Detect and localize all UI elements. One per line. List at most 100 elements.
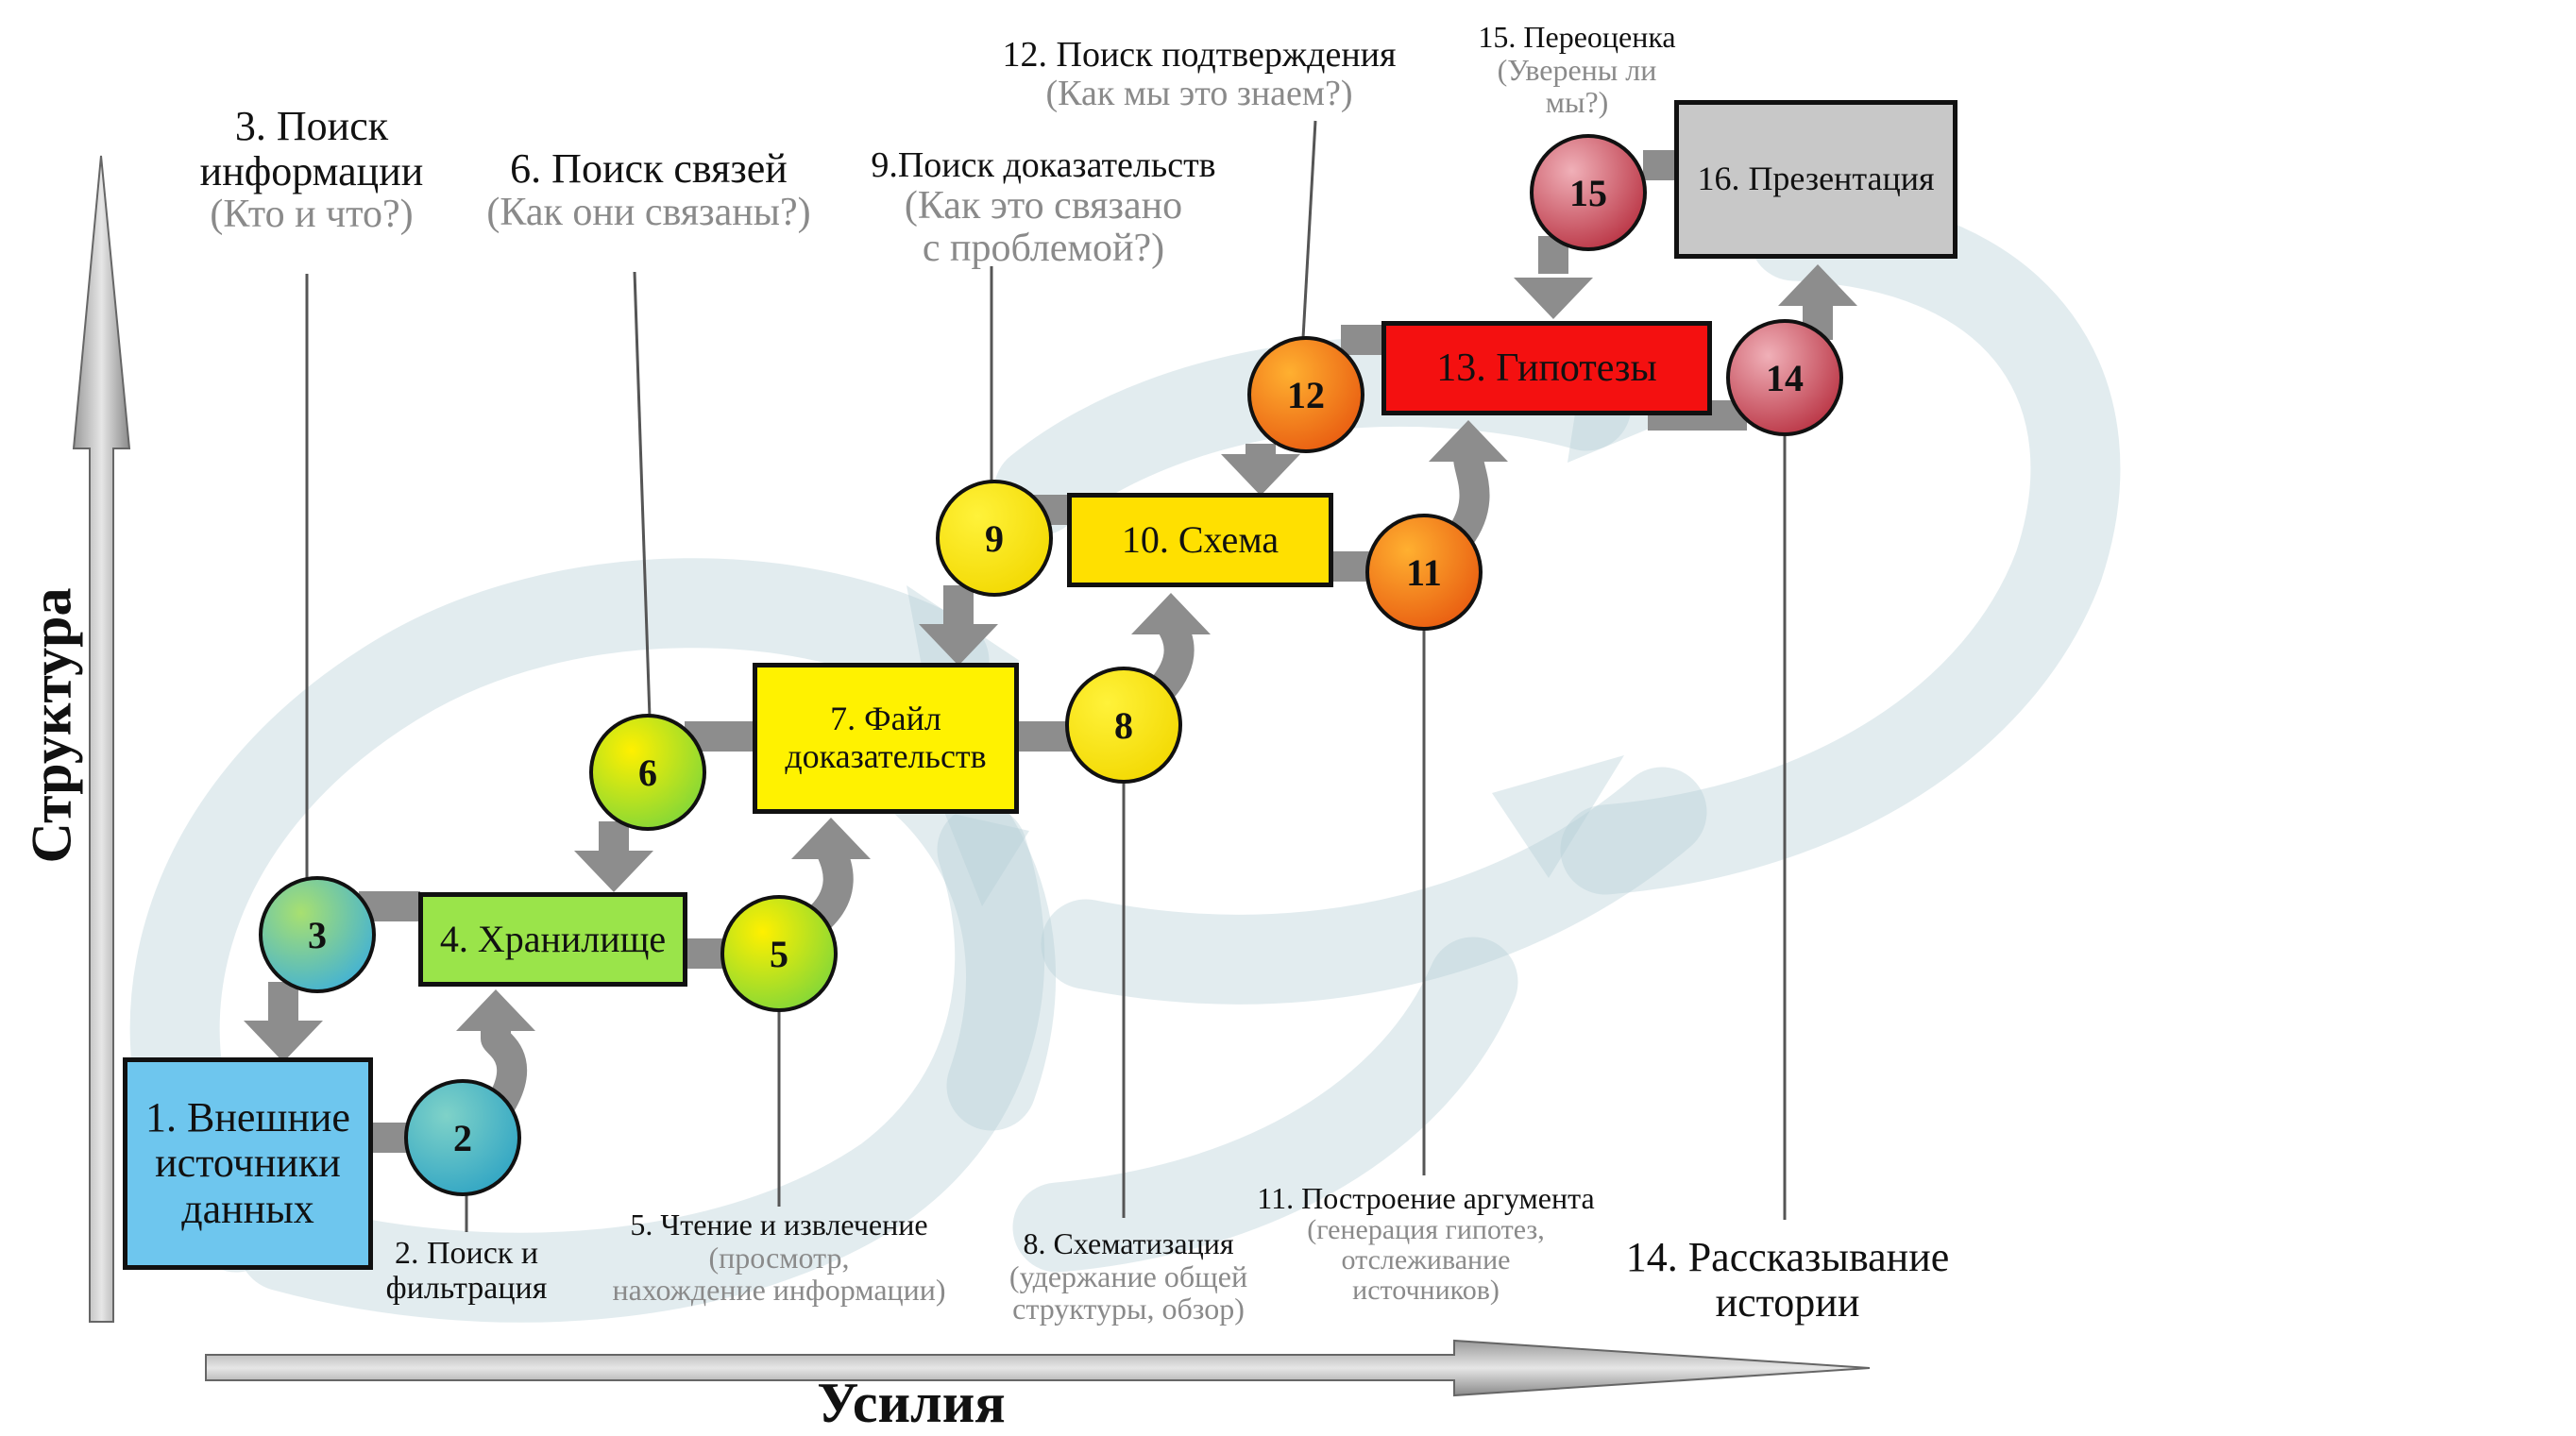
stage-box-16: 16. Презентация (1674, 100, 1957, 259)
step-label-title: 14. Рассказывание (1625, 1234, 1950, 1280)
stage-box-4: 4. Хранилище (418, 892, 687, 987)
y-axis-title: Структура (20, 587, 83, 864)
connector-2-4 (481, 1020, 528, 1113)
stage-box-label-line: 13. Гипотезы (1436, 346, 1657, 390)
y-axis-arrow (72, 155, 131, 1323)
step-node-number: 12 (1287, 373, 1325, 416)
step-node-number: 15 (1569, 171, 1607, 214)
background-swirl-band-4 (1560, 191, 2121, 895)
step-label-question: (Как это связано (904, 184, 1183, 228)
connector-arrowhead-6 (244, 1021, 323, 1062)
step-label-question: (Как они связаны?) (486, 190, 811, 234)
stage-box-label: 13. Гипотезы (1436, 346, 1656, 390)
step-label-title: истории (1715, 1278, 1860, 1326)
step-node-12: 12 (1247, 336, 1364, 453)
step-label-question: (генерация гипотез, (1307, 1213, 1545, 1245)
step-node-6: 6 (589, 714, 706, 831)
step-label-question: нахождение информации) (612, 1273, 946, 1308)
step-label-question: отслеживание (1341, 1243, 1511, 1276)
step-node-number: 11 (1406, 550, 1442, 594)
connector-arrowhead-5 (1778, 264, 1857, 306)
step-label-title: 5. Чтение и извлечение (630, 1208, 928, 1242)
step-label-question: структуры, обзор) (1012, 1292, 1245, 1326)
background-swirl-band-2 (238, 804, 1045, 1323)
leader-line-8 (1301, 120, 1317, 339)
step-node-5: 5 (720, 895, 838, 1012)
stage-box-label: 16. Презентация (1697, 160, 1934, 198)
x-axis-title: Усилия (817, 1372, 1006, 1434)
connector-arrowhead-8 (919, 624, 998, 666)
step-label-6: 6. Поиск связей(Как они связаны?) (365, 146, 932, 234)
step-label-title: 2. Поиск и (394, 1236, 539, 1271)
stage-box-label-line: 4. Хранилище (439, 918, 667, 960)
stage-box-label-line: данных (181, 1185, 314, 1232)
connector-5-7 (805, 845, 854, 933)
background-swirl-band-7 (1012, 937, 1518, 1273)
step-node-9: 9 (936, 480, 1053, 597)
background-swirl-arrowhead-2 (944, 812, 1029, 906)
step-node-8: 8 (1065, 667, 1182, 784)
background-swirl-arrowhead-4 (1492, 755, 1624, 878)
step-label-question: (просмотр, (708, 1240, 850, 1275)
step-node-2: 2 (404, 1079, 521, 1196)
step-label-title: 12. Поиск подтверждения (1002, 35, 1397, 75)
step-node-number: 2 (453, 1116, 472, 1159)
step-label-question: источников) (1352, 1275, 1500, 1307)
step-node-number: 6 (638, 751, 657, 794)
step-label-question: (удержание общей (1008, 1259, 1248, 1293)
step-label-question: (Уверены ли (1497, 52, 1657, 87)
stage-box-label: 10. Схема (1122, 519, 1279, 561)
step-label-title: фильтрация (385, 1270, 548, 1306)
axes-layer (72, 155, 1871, 1397)
step-label-12: 12. Поиск подтверждения(Как мы это знаем… (916, 35, 1483, 114)
connector-arrowhead-9 (1221, 454, 1300, 496)
stage-box-label-line: источники (155, 1140, 341, 1187)
connector-arrowhead-7 (574, 851, 653, 892)
step-label-title: 11. Построение аргумента (1257, 1181, 1595, 1215)
step-label-question: с проблемой?) (922, 227, 1165, 271)
step-node-11: 11 (1365, 514, 1483, 631)
step-label-title: 3. Поиск (234, 103, 389, 149)
step-node-number: 8 (1114, 703, 1133, 747)
step-node-number: 3 (308, 913, 327, 956)
stage-box-label-line: 10. Схема (1121, 518, 1280, 561)
stage-box-label-line: 16. Презентация (1697, 160, 1935, 198)
stage-box-10: 10. Схема (1067, 493, 1333, 587)
step-label-title: информации (199, 147, 424, 194)
leader-line-layer (305, 120, 1787, 1232)
connector-11-13 (1446, 456, 1490, 548)
leader-line-4 (633, 271, 652, 718)
step-node-number: 5 (770, 932, 788, 975)
connector-arrowhead-2 (791, 818, 871, 859)
stage-box-label-line: 7. Файл (830, 700, 941, 738)
step-label-title: 15. Переоценка (1478, 20, 1676, 54)
step-node-number: 14 (1766, 356, 1804, 399)
connector-arrowhead-4 (1429, 420, 1508, 462)
step-label-title: 9.Поиск доказательств (871, 145, 1216, 185)
connector-arrowhead-10 (1514, 278, 1593, 319)
connector-arrowhead-1 (456, 989, 535, 1031)
stage-box-label: 4. Хранилище (440, 919, 666, 960)
background-swirl-band-6 (1041, 767, 1707, 1005)
stage-box-label-line: 1. Внешние (145, 1093, 350, 1140)
step-label-question: мы?) (1545, 85, 1609, 120)
step-node-15: 15 (1530, 134, 1647, 251)
step-node-number: 9 (985, 516, 1004, 560)
step-node-14: 14 (1726, 319, 1843, 436)
step-label-question: (Как мы это знаем?) (1045, 74, 1353, 114)
step-label-question: (Кто и что?) (210, 193, 414, 237)
connector-arrowhead-3 (1131, 593, 1211, 634)
step-label-11: 11. Построение аргумента(генерация гипот… (1143, 1182, 1709, 1307)
x-axis-arrow (205, 1339, 1871, 1397)
